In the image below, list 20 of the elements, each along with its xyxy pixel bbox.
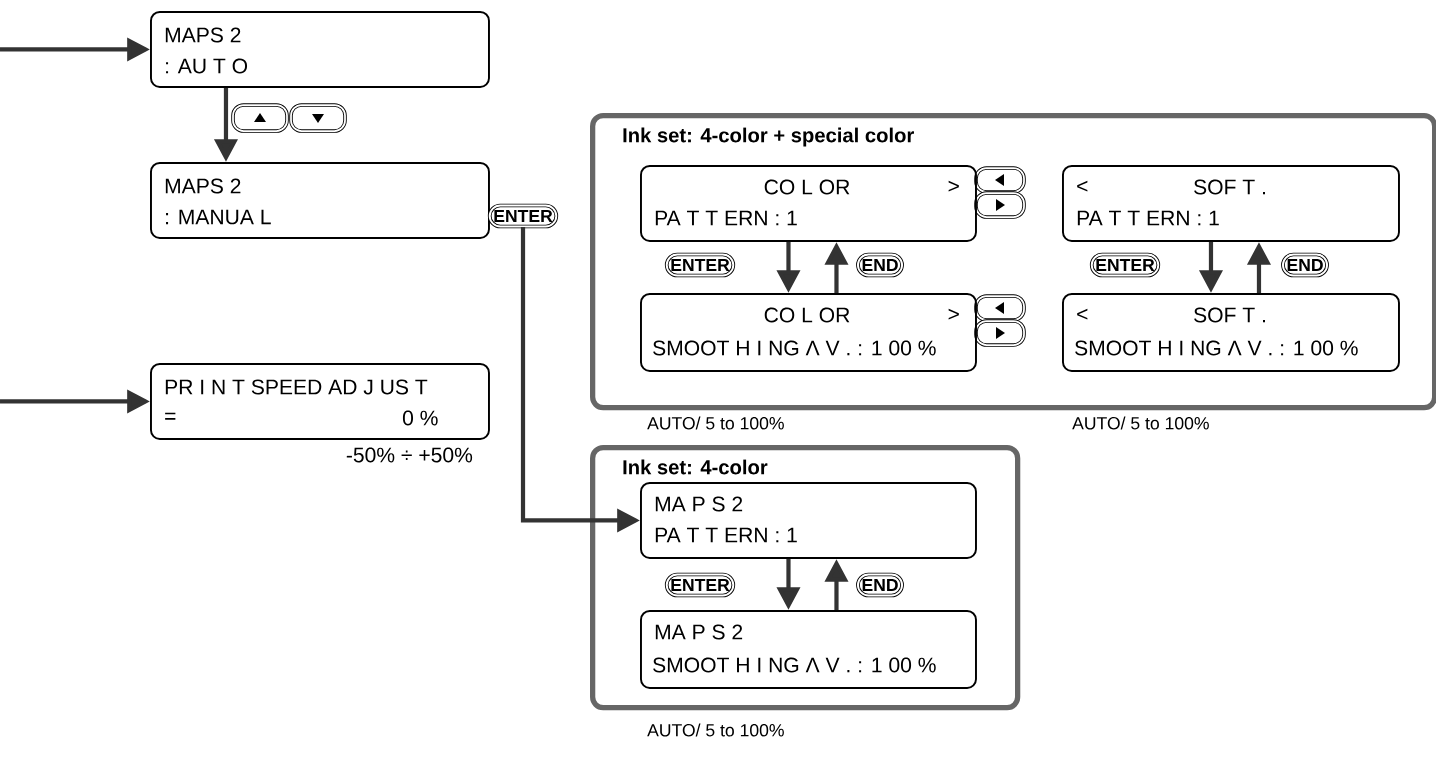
display-screen: PR I N T SPEED AD J US T = 0 % -50% ÷ +50% — [150, 363, 490, 463]
range-note: AUTO/ 5 to 100% — [647, 416, 784, 430]
key-button: ENTER — [664, 572, 736, 598]
display-screen: MAPS 2 : AU T O — [150, 11, 490, 88]
range-note: AUTO/ 5 to 100% — [1072, 416, 1209, 430]
display-screen: CO L OR > PA T T ERN : 1 — [640, 165, 977, 242]
key-button: ENTER — [664, 252, 736, 278]
key-button: END — [1281, 252, 1329, 278]
display-screen: CO L OR > SMOOT H I NG Λ V . : 1 00 % — [640, 293, 977, 372]
display-screen: < SOF T . PA T T ERN : 1 — [1062, 165, 1400, 242]
key-button: ENTER — [1089, 252, 1161, 278]
key-button: END — [856, 572, 904, 598]
display-screen: MAPS 2 : MANUA L — [150, 162, 490, 239]
display-screen: < SOF T . SMOOT H I NG Λ V . : 1 00 % — [1062, 293, 1400, 372]
node-label: -50% ÷ +50% — [346, 447, 473, 463]
enter-key: ENTER — [487, 203, 559, 229]
display-screen: MA P S 2 SMOOT H I NG Λ V . : 1 00 % — [640, 610, 977, 689]
key-button: END — [856, 252, 904, 278]
range-note: AUTO/ 5 to 100% — [647, 723, 784, 737]
display-screen: MA P S 2 PA T T ERN : 1 — [640, 482, 977, 559]
